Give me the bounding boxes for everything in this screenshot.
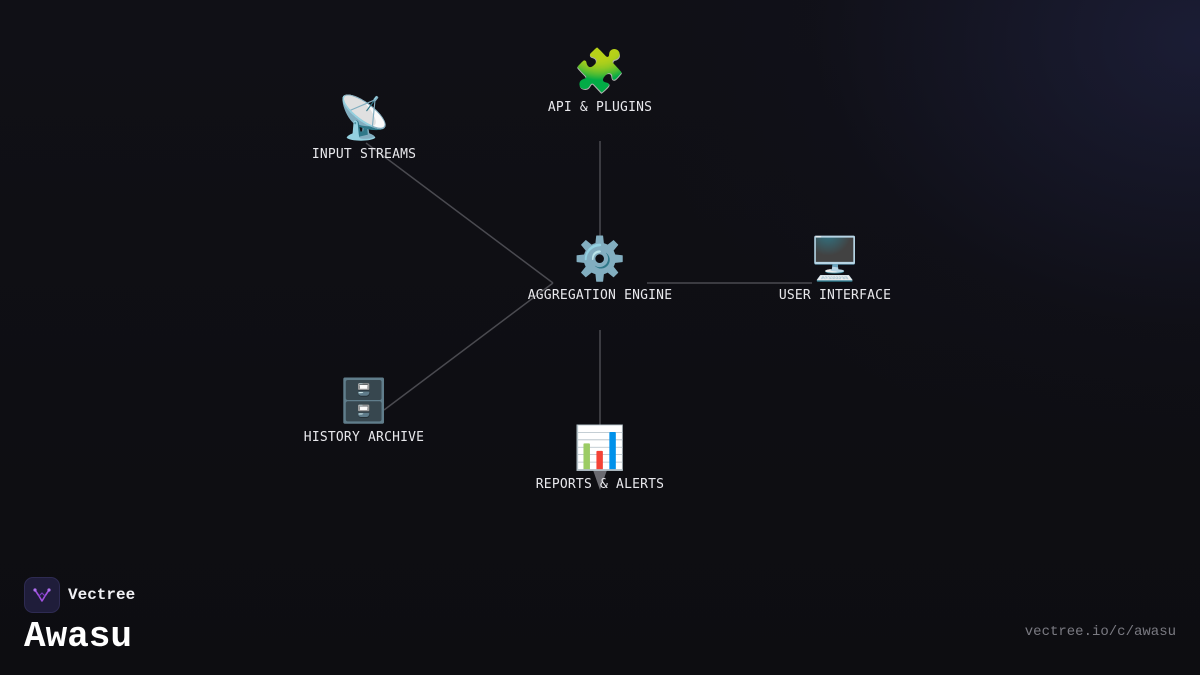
bar-chart-icon: 📊	[573, 423, 627, 472]
desktop-computer-icon: 🖥️	[808, 234, 862, 283]
node-user-interface: 🖥️ USER INTERFACE	[745, 234, 925, 303]
puzzle-piece-icon: 🧩	[573, 46, 627, 95]
link-archive-to-engine	[383, 282, 554, 411]
node-label: API & PLUGINS	[547, 100, 653, 115]
gear-icon: ⚙️	[573, 234, 627, 283]
satellite-dish-icon: 📡	[337, 93, 391, 142]
vectree-logo-icon[interactable]	[24, 577, 60, 613]
node-api-plugins: 🧩 API & PLUGINS	[510, 46, 690, 115]
file-cabinet-icon: 🗄️	[337, 376, 391, 425]
node-label: REPORTS & ALERTS	[535, 477, 665, 492]
node-label: AGGREGATION ENGINE	[527, 288, 673, 303]
logo-mark	[33, 588, 51, 602]
arrow-head-reports	[593, 470, 607, 490]
brand-block: Vectree Awasu	[24, 577, 135, 659]
node-reports-alerts: 📊 REPORTS & ALERTS	[510, 423, 690, 492]
node-label: INPUT STREAMS	[311, 147, 417, 162]
company-name: Vectree	[68, 586, 136, 604]
node-input-streams: 📡 INPUT STREAMS	[274, 93, 454, 162]
page-url-link[interactable]: vectree.io/c/awasu	[1024, 624, 1176, 640]
product-title: Awasu	[24, 616, 133, 657]
node-label: USER INTERFACE	[778, 288, 892, 303]
brand-row: Vectree	[24, 577, 135, 613]
node-aggregation-engine: ⚙️ AGGREGATION ENGINE	[510, 234, 690, 303]
node-label: HISTORY ARCHIVE	[303, 430, 425, 445]
node-history-archive: 🗄️ HISTORY ARCHIVE	[274, 376, 454, 445]
link-input-to-engine	[365, 142, 554, 284]
